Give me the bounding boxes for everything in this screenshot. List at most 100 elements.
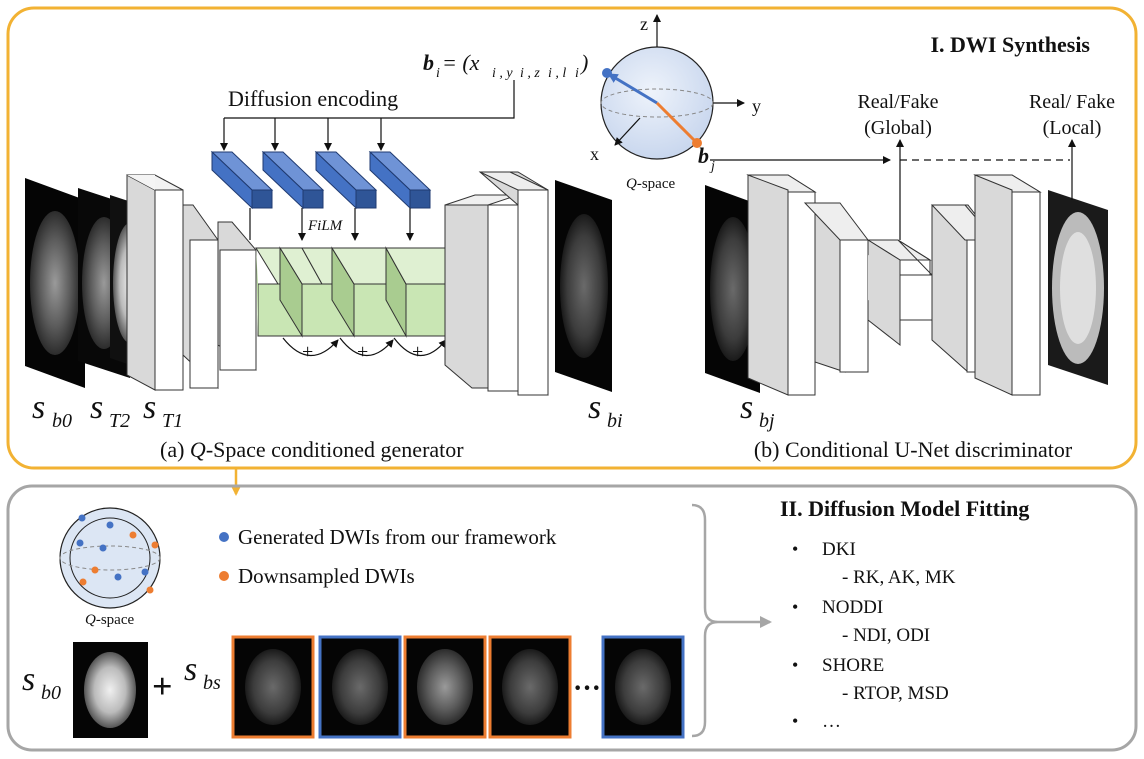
svg-text:i , l: i , l (548, 66, 566, 81)
disc-bottleneck (866, 239, 934, 347)
svg-text:i: i (575, 66, 579, 81)
caption-generator: (a) Q-Space conditioned generator (160, 437, 464, 462)
dwi-thumbnail-3 (403, 635, 487, 739)
svg-text:Q-space: Q-space (85, 612, 134, 628)
dwi-synthesis-frame (6, 6, 1138, 470)
encoding-block-3 (314, 150, 378, 210)
real-fake-local-1: Real/ Fake (1029, 91, 1115, 113)
generator-encoder-layer-1 (126, 174, 184, 391)
metrics-dki: - RK, AK, MK (842, 567, 956, 588)
legend-generated-dot (219, 532, 229, 542)
svg-text:s: s (184, 651, 197, 688)
real-fake-global-1: Real/Fake (857, 91, 938, 113)
b0-image (73, 642, 148, 738)
section2-title: II. Diffusion Model Fitting (780, 496, 1029, 521)
svg-text:i: i (436, 66, 440, 81)
axis-x-label: x (590, 144, 599, 164)
output-label-bi: s bi (588, 389, 623, 432)
skip-connections (282, 337, 447, 357)
qspace-sphere (600, 14, 745, 160)
svg-text:b0: b0 (52, 410, 72, 432)
film-connectors (249, 208, 414, 241)
svg-text:b: b (423, 50, 434, 75)
disc-encoder-layer-1 (746, 174, 817, 396)
model-list: • DKI - RK, AK, MK • NODDI - NDI, ODI • … (792, 539, 956, 732)
model-noddi: NODDI (822, 597, 883, 618)
dwi-thumbnail-5 (601, 635, 685, 739)
model-bullet: • (792, 539, 798, 559)
svg-text:s: s (588, 389, 601, 426)
axis-z-label: z (640, 14, 648, 34)
encoding-block-4 (368, 150, 432, 210)
svg-text:Q-space: Q-space (626, 176, 675, 192)
svg-text:= (x: = (x (442, 50, 480, 75)
svg-text:i , z: i , z (520, 66, 540, 81)
generator-encoder-layer-3 (217, 221, 257, 371)
diffusion-encoding-label: Diffusion encoding (228, 86, 398, 111)
model-bullet: • (792, 655, 798, 675)
bj-label: b j (698, 143, 715, 174)
legend-generated-label: Generated DWIs from our framework (238, 525, 557, 549)
disc-local-output-map (1048, 190, 1108, 385)
model-bullet: • (792, 597, 798, 617)
real-fake-global-2: (Global) (864, 117, 932, 139)
qspace-small-label: Q-space (85, 612, 134, 628)
svg-text:bs: bs (203, 672, 221, 694)
encoding-connectors (220, 80, 515, 151)
bvec-formula: b i = (x i , y i , z i , l i ) (423, 50, 588, 81)
discriminator-input-brain (705, 185, 760, 393)
svg-text:T1: T1 (162, 410, 183, 432)
axis-y-label: y (752, 96, 761, 116)
plus-sign: + (152, 666, 173, 706)
svg-text:s: s (32, 389, 45, 426)
skip-plus-3: + (412, 341, 423, 363)
input-label-t2: s T2 (90, 389, 130, 432)
encoding-block-1 (210, 150, 274, 210)
disc-input-label-bj: s bj (740, 389, 775, 432)
dwi-thumbnail-2 (318, 635, 402, 739)
svg-text:s: s (22, 661, 35, 698)
svg-text:bj: bj (759, 410, 775, 432)
model-dki: DKI (822, 539, 856, 560)
dwi-thumbnail-4 (488, 635, 572, 739)
svg-text:s: s (143, 389, 156, 426)
svg-text:bi: bi (607, 410, 623, 432)
generator-decoder-layer-1 (444, 194, 519, 392)
output-brain-slice (555, 180, 612, 392)
svg-text:): ) (579, 50, 588, 75)
metrics-noddi: - NDI, ODI (842, 625, 930, 646)
skip-plus-2: + (357, 341, 368, 363)
svg-text:j: j (709, 159, 715, 174)
svg-text:(a) Q-Space conditioned genera: (a) Q-Space conditioned generator (160, 437, 464, 462)
real-fake-local-2: (Local) (1043, 117, 1102, 139)
grouping-brace (691, 503, 719, 738)
qspace-top-label: Q-space (626, 176, 675, 192)
svg-text:s: s (740, 389, 753, 426)
metrics-shore: - RTOP, MSD (842, 683, 949, 704)
input-label-t1: s T1 (143, 389, 183, 432)
thumbnail-ellipsis: ··· (573, 673, 601, 704)
bs-label: s bs (184, 651, 221, 694)
section1-title: I. DWI Synthesis (930, 32, 1090, 57)
model-shore: SHORE (822, 655, 884, 676)
legend-downsampled-label: Downsampled DWIs (238, 564, 415, 588)
skip-plus-1: + (302, 341, 313, 363)
generator-encoder-layer-2 (182, 204, 219, 390)
disc-encoder-layer-2 (803, 202, 870, 373)
legend-downsampled-dot (219, 571, 229, 581)
input-label-b0: s b0 (32, 389, 72, 432)
film-label: FiLM (307, 218, 344, 234)
generator-decoder-layer-2 (478, 171, 549, 396)
svg-text:i , y: i , y (492, 66, 513, 81)
brain-slice-b0 (25, 178, 85, 388)
qspace-small-sphere (59, 507, 161, 609)
dwi-thumbnail-1 (231, 635, 315, 739)
caption-discriminator: (b) Conditional U-Net discriminator (754, 437, 1073, 462)
svg-text:b: b (698, 143, 709, 168)
model-more: … (822, 711, 841, 732)
model-bullet: • (792, 711, 798, 731)
encoding-block-2 (261, 150, 325, 210)
svg-text:b0: b0 (41, 682, 61, 704)
svg-text:T2: T2 (109, 410, 130, 432)
